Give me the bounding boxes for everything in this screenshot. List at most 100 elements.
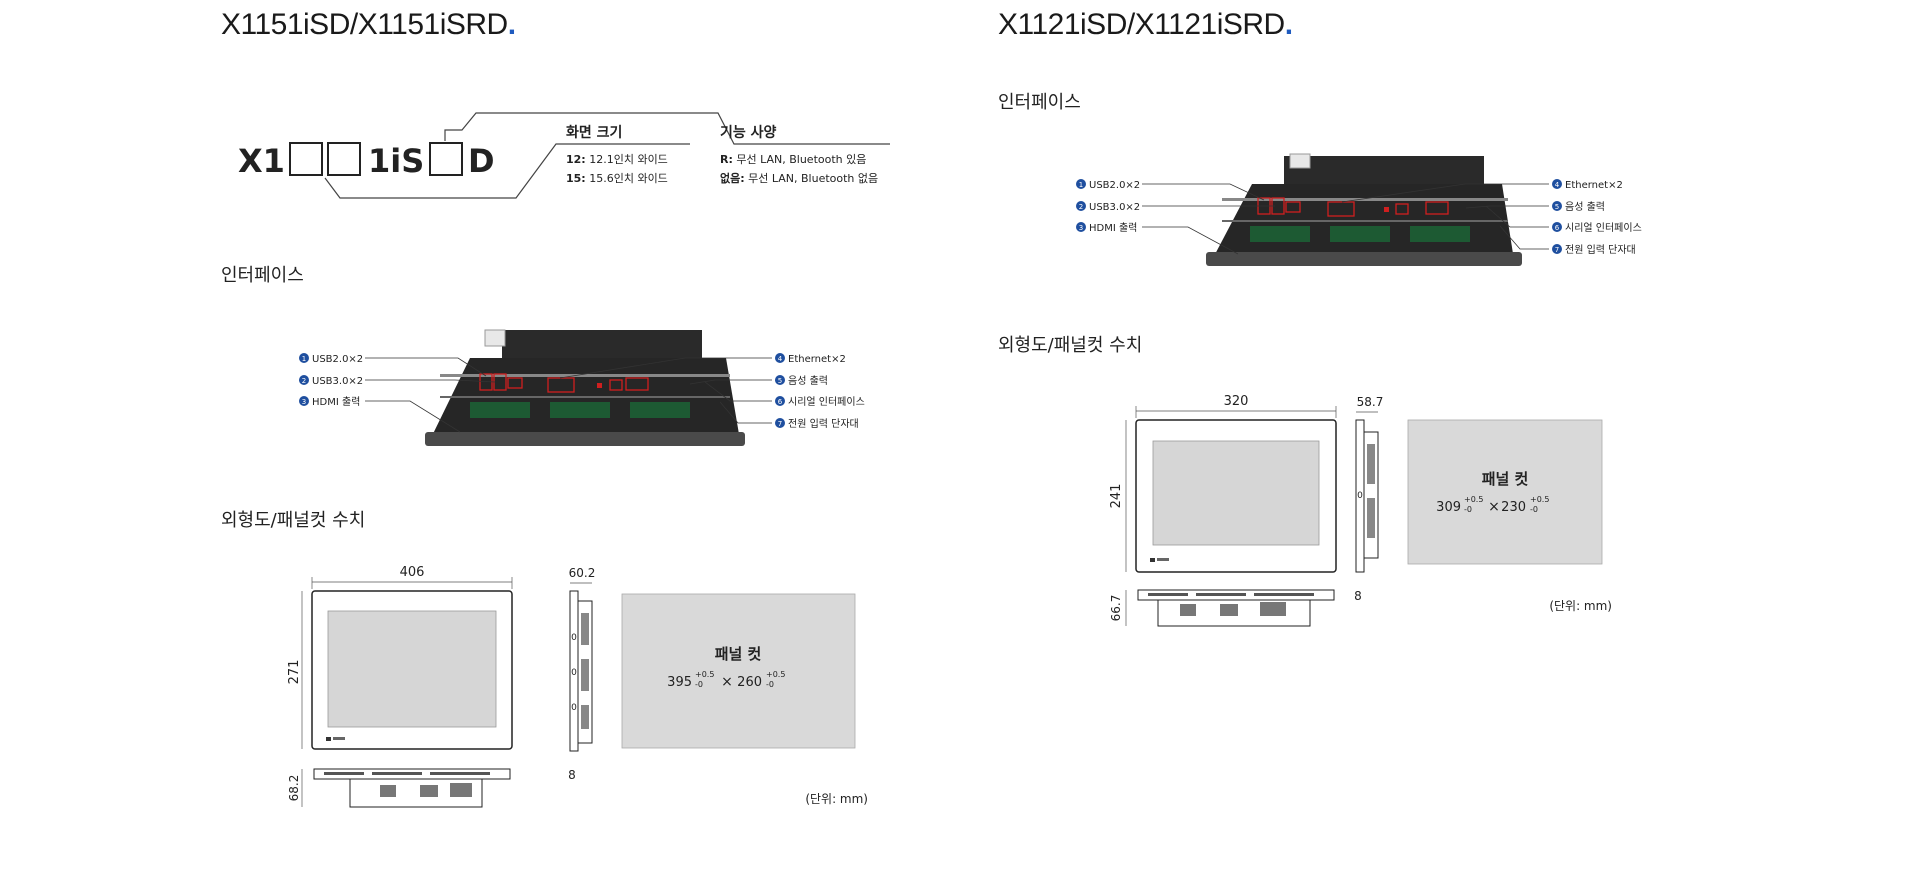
left-interface-figure: 1 USB2.0×2 2 USB3.0×2 3 HDMI 출력 4 Ethern… bbox=[299, 329, 865, 446]
callout-serial: 시리얼 인터페이스 bbox=[1565, 222, 1642, 234]
panel-cut-w-tol-plus: +0.5 bbox=[1464, 495, 1483, 504]
dim-height: 271 bbox=[287, 660, 302, 685]
dim-side-offset: 8 bbox=[1354, 589, 1362, 603]
svg-text:4: 4 bbox=[1555, 181, 1560, 189]
right-dimension-drawing: 320 241 0 58.7 8 66.7 패널 컷 309 +0.5 -0 ×… bbox=[1109, 394, 1612, 627]
svg-text:5: 5 bbox=[1555, 203, 1559, 211]
right-interface-heading: 인터페이스 bbox=[998, 92, 1081, 113]
panel-cut-h: 230 bbox=[1501, 500, 1526, 515]
panel-cut-w-tol-minus: -0 bbox=[695, 680, 703, 689]
panel-cut-label: 패널 컷 bbox=[1482, 470, 1529, 488]
dim-depth: 58.7 bbox=[1357, 395, 1384, 409]
panel-cut-label: 패널 컷 bbox=[715, 645, 762, 663]
svg-text:0: 0 bbox=[571, 668, 577, 678]
svg-text:7: 7 bbox=[1555, 246, 1559, 254]
callout-ethernet: Ethernet×2 bbox=[788, 354, 846, 365]
device-rear-photo bbox=[425, 329, 745, 446]
callout-serial: 시리얼 인터페이스 bbox=[788, 396, 865, 408]
front-view: 406 271 bbox=[287, 565, 513, 750]
dim-bottom-depth: 68.2 bbox=[287, 775, 301, 802]
svg-text:5: 5 bbox=[778, 377, 782, 385]
feature-heading: 기능 사양 bbox=[720, 125, 777, 141]
title-dot: . bbox=[507, 8, 516, 41]
svg-text:1: 1 bbox=[302, 355, 306, 363]
panel-cut-h-tol-plus: +0.5 bbox=[1530, 495, 1549, 504]
left-interface-heading: 인터페이스 bbox=[221, 265, 304, 286]
panel-cut-h-tol-minus: -0 bbox=[766, 680, 774, 689]
dim-height: 241 bbox=[1109, 484, 1124, 509]
panel-cut-h-tol-minus: -0 bbox=[1530, 505, 1538, 514]
svg-text:0: 0 bbox=[1357, 491, 1363, 501]
svg-text:6: 6 bbox=[778, 398, 783, 406]
left-interface-callouts-left: 1 USB2.0×2 2 USB3.0×2 3 HDMI 출력 bbox=[299, 353, 363, 408]
callout-usb2: USB2.0×2 bbox=[312, 354, 363, 365]
screen-size-heading: 화면 크기 bbox=[566, 124, 622, 141]
side-view: 0 58.7 8 bbox=[1354, 395, 1383, 603]
right-model-title: X1121iSD/X1121iSRD. bbox=[998, 8, 1293, 42]
left-dimension-heading: 외형도/패널컷 수치 bbox=[221, 510, 366, 531]
code-mid: 1iS bbox=[368, 142, 424, 180]
callout-hdmi: HDMI 출력 bbox=[1089, 222, 1137, 234]
svg-text:2: 2 bbox=[1079, 203, 1083, 211]
svg-text:3: 3 bbox=[1079, 224, 1083, 232]
device-rear-photo bbox=[1206, 153, 1522, 266]
left-dimension-drawing: 406 271 0 0 0 60.2 8 68.2 패널 컷 395 +0.5 … bbox=[287, 565, 868, 808]
connector-lines bbox=[324, 112, 890, 199]
screen-size-line-1: 12: 12.1인치 와이드 bbox=[566, 153, 668, 166]
right-model-title-text: X1121iSD/X1121iSRD bbox=[998, 8, 1285, 41]
callout-power: 전원 입력 단자대 bbox=[788, 417, 859, 430]
panel-cut: 패널 컷 395 +0.5 -0 × 260 +0.5 -0 bbox=[621, 593, 856, 749]
left-callout-lines bbox=[365, 357, 772, 433]
callout-audio: 음성 출력 bbox=[788, 375, 828, 387]
bottom-view: 66.7 bbox=[1109, 589, 1335, 627]
dim-side-offset: 8 bbox=[568, 768, 576, 782]
dim-width: 406 bbox=[400, 565, 425, 580]
svg-text:4: 4 bbox=[778, 355, 783, 363]
svg-text:2: 2 bbox=[302, 377, 306, 385]
panel-cut-w: 395 bbox=[667, 675, 692, 690]
feature-line-2: 없음: 무선 LAN, Bluetooth 없음 bbox=[720, 172, 878, 185]
left-unit-note: (단위: mm) bbox=[805, 792, 868, 806]
callout-power: 전원 입력 단자대 bbox=[1565, 243, 1636, 256]
left-model-title-text: X1151iSD/X1151iSRD bbox=[221, 8, 508, 41]
title-dot: . bbox=[1284, 8, 1293, 41]
callout-hdmi: HDMI 출력 bbox=[312, 396, 360, 408]
callout-usb2: USB2.0×2 bbox=[1089, 180, 1140, 191]
panel-cut-times: × bbox=[721, 674, 733, 690]
callout-usb3: USB3.0×2 bbox=[312, 376, 363, 387]
model-code-text: X1 1iS D bbox=[238, 142, 495, 180]
panel-cut-w-tol-minus: -0 bbox=[1464, 505, 1472, 514]
right-callout-lines bbox=[1142, 183, 1549, 255]
code-box-2 bbox=[327, 142, 361, 176]
dim-width: 320 bbox=[1224, 394, 1249, 409]
code-prefix: X1 bbox=[238, 142, 285, 180]
panel-cut: 패널 컷 309 +0.5 -0 × 230 +0.5 -0 bbox=[1407, 419, 1603, 565]
svg-text:0: 0 bbox=[571, 703, 577, 713]
dim-bottom-depth: 66.7 bbox=[1109, 595, 1123, 622]
callout-usb3: USB3.0×2 bbox=[1089, 202, 1140, 213]
right-interface-callouts-left: 1 USB2.0×2 2 USB3.0×2 3 HDMI 출력 bbox=[1076, 179, 1140, 234]
right-interface-callouts-right: 4 Ethernet×2 5 음성 출력 6 시리얼 인터페이스 7 전원 입력… bbox=[1552, 179, 1642, 256]
model-code-diagram: X1 1iS D 화면 크기 12: 12.1인치 와이드 15: 15.6인치… bbox=[238, 112, 890, 199]
front-view: 320 241 bbox=[1109, 394, 1337, 573]
left-model-title: X1151iSD/X1151iSRD. bbox=[221, 8, 516, 42]
svg-text:6: 6 bbox=[1555, 224, 1560, 232]
panel-cut-w-tol-plus: +0.5 bbox=[695, 670, 714, 679]
panel-cut-h-tol-plus: +0.5 bbox=[766, 670, 785, 679]
feature-line-1: R: 무선 LAN, Bluetooth 있음 bbox=[720, 153, 866, 166]
panel-cut-w: 309 bbox=[1436, 500, 1461, 515]
side-view: 0 0 0 60.2 8 bbox=[568, 566, 595, 782]
callout-audio: 음성 출력 bbox=[1565, 201, 1605, 213]
svg-text:0: 0 bbox=[571, 633, 577, 643]
screen-size-line-2: 15: 15.6인치 와이드 bbox=[566, 172, 668, 185]
code-box-3 bbox=[429, 142, 463, 176]
bottom-view: 68.2 bbox=[287, 768, 511, 808]
code-suffix: D bbox=[468, 142, 495, 180]
right-dimension-heading: 외형도/패널컷 수치 bbox=[998, 335, 1143, 356]
left-interface-callouts-right: 4 Ethernet×2 5 음성 출력 6 시리얼 인터페이스 7 전원 입력… bbox=[775, 353, 865, 430]
svg-text:3: 3 bbox=[302, 398, 306, 406]
right-interface-figure: 1 USB2.0×2 2 USB3.0×2 3 HDMI 출력 4 Ethern… bbox=[1076, 153, 1642, 266]
code-box-1 bbox=[289, 142, 323, 176]
dim-depth: 60.2 bbox=[569, 566, 596, 580]
right-unit-note: (단위: mm) bbox=[1549, 599, 1612, 613]
